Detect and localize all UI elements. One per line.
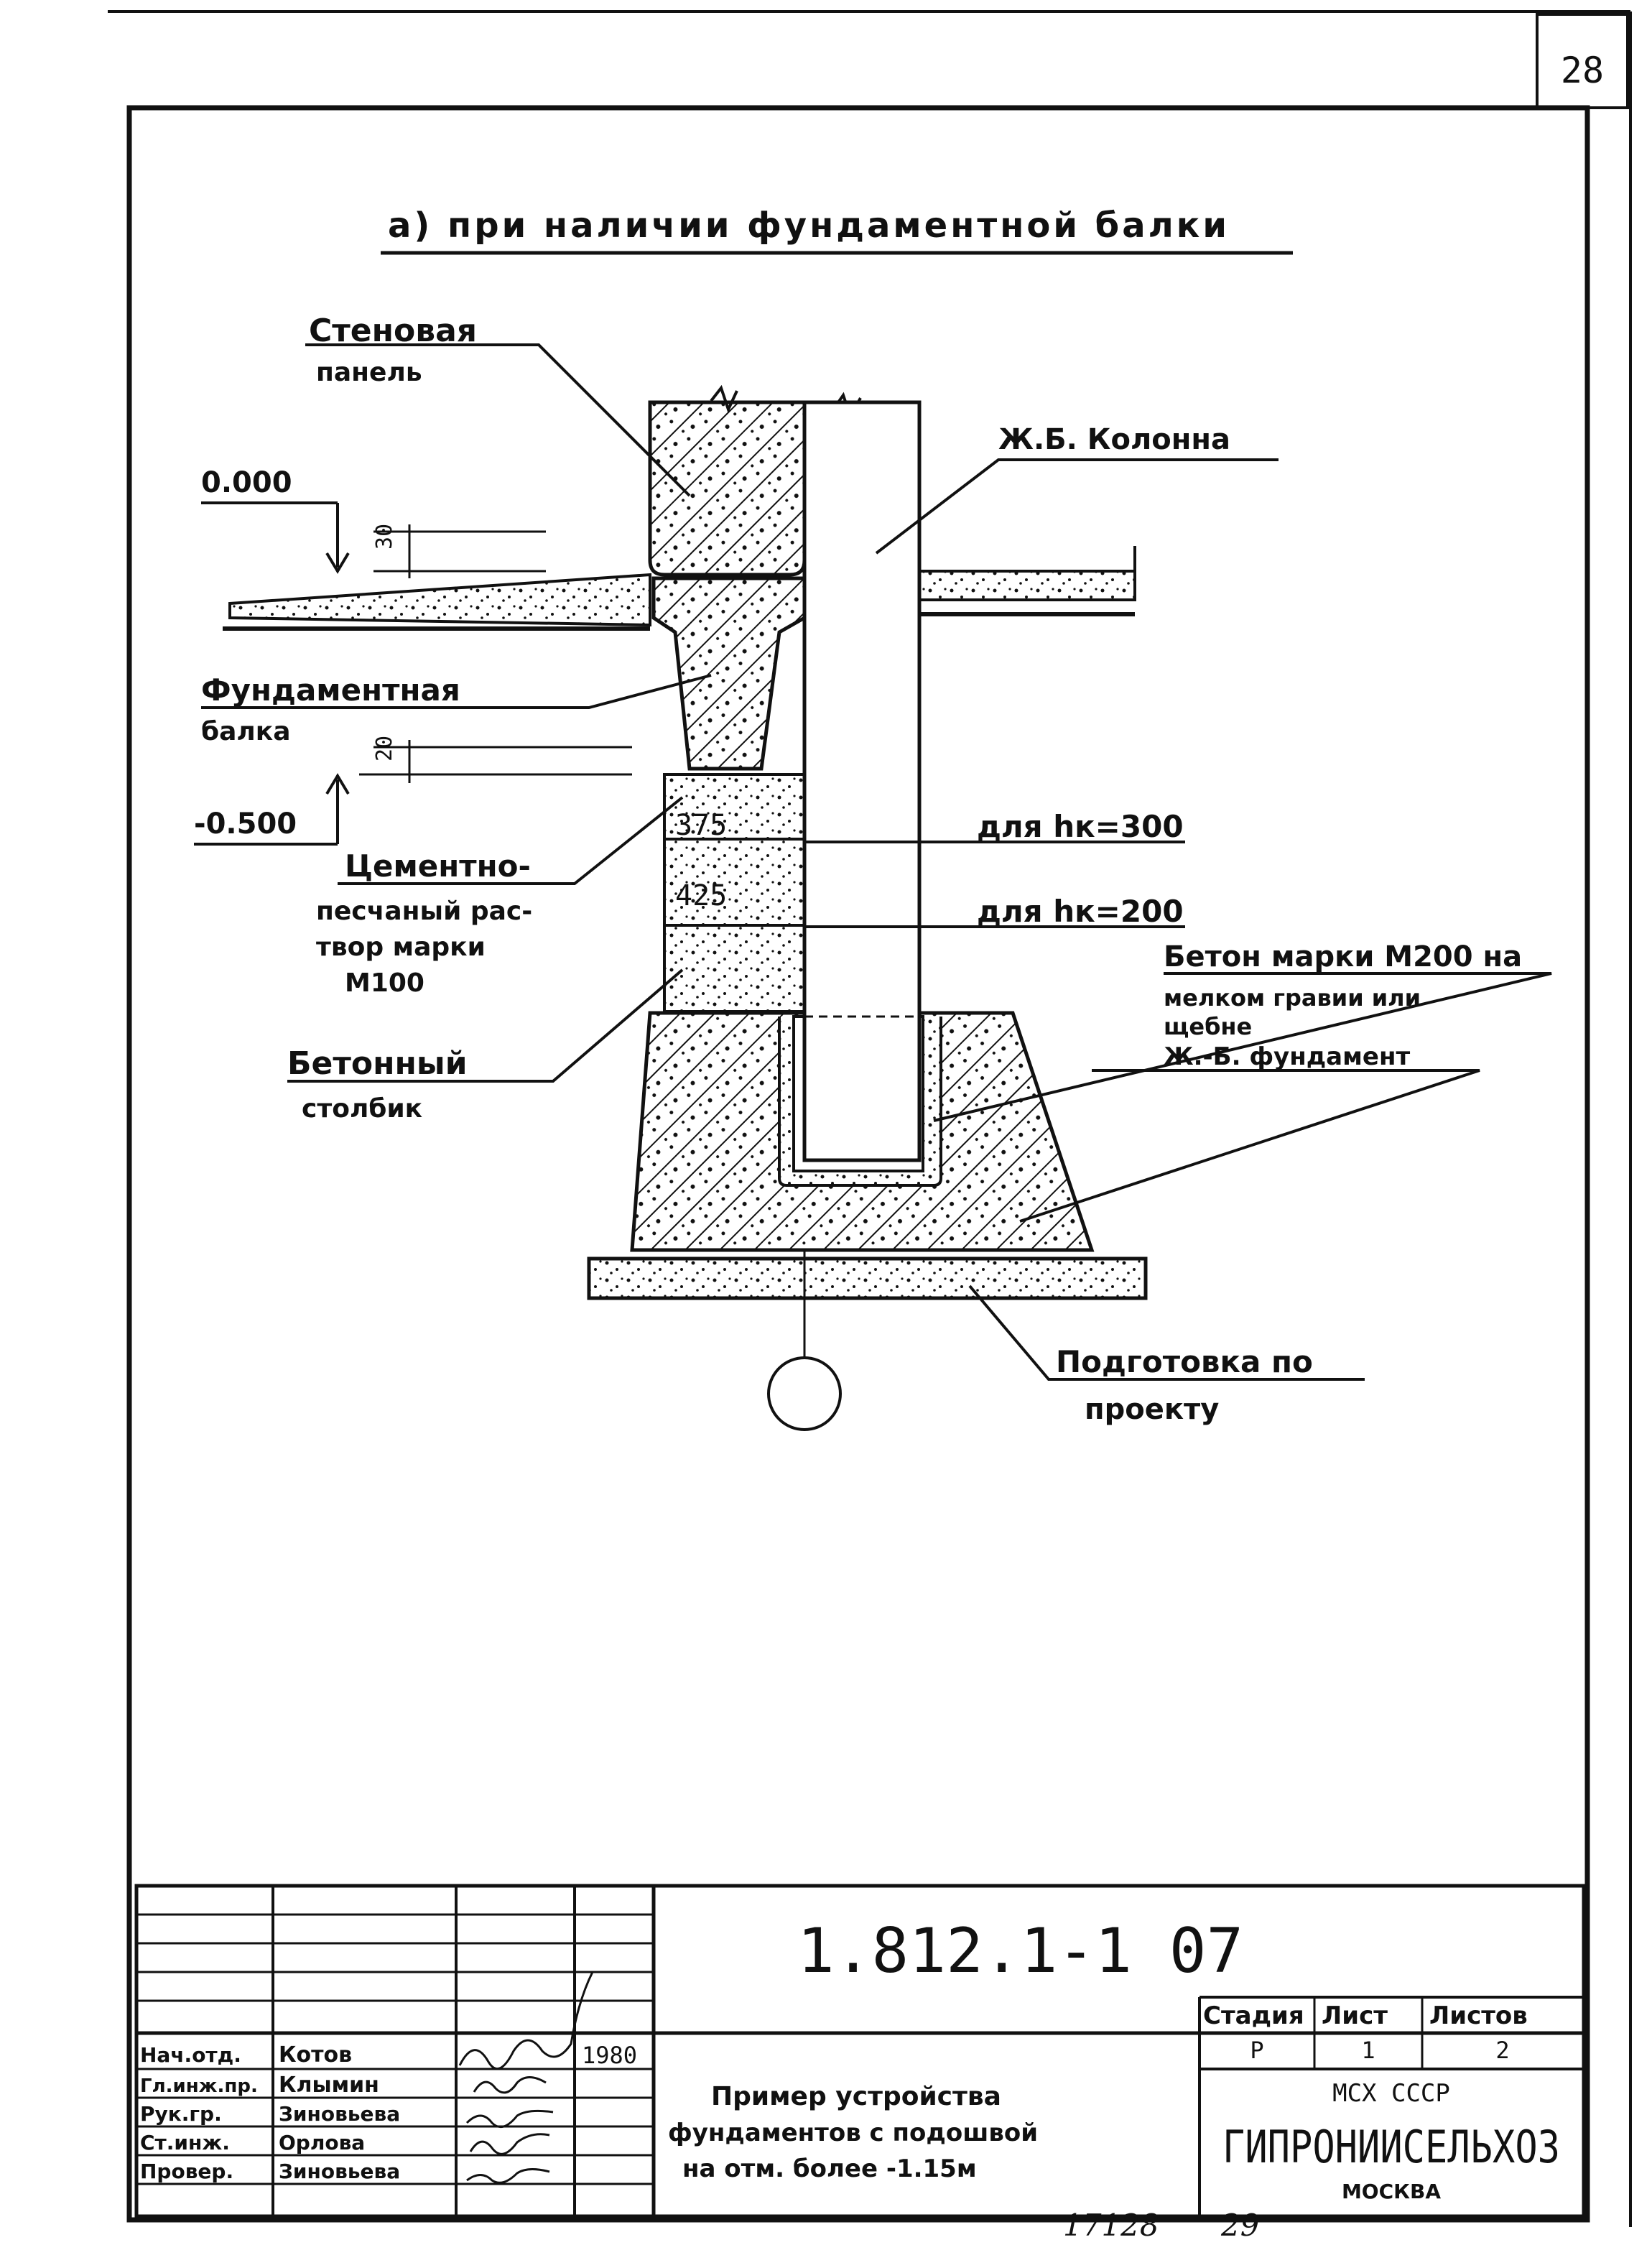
role-2: Гл.инж.пр. xyxy=(140,2075,258,2097)
role-1: Нач.отд. xyxy=(140,2043,241,2067)
description-2: фундаментов с подошвой xyxy=(668,2119,1038,2147)
sheet-value: 1 xyxy=(1361,2037,1375,2064)
stage-value: Р xyxy=(1250,2037,1263,2064)
sheet-number: 28 xyxy=(1561,50,1604,91)
label-prep-2: проекту xyxy=(1085,1393,1219,1426)
description-3: на отм. более -1.15м xyxy=(682,2154,977,2183)
label-beam-1: Фундаментная xyxy=(201,672,460,708)
label-post-2: столбик xyxy=(302,1094,422,1124)
dim-20: 20 xyxy=(372,736,397,762)
page-number: 29 xyxy=(1220,2208,1259,2243)
label-mortar-2: песчаный рас- xyxy=(316,897,532,926)
role-5: Провер. xyxy=(140,2160,233,2183)
label-column: Ж.Б. Колонна xyxy=(998,423,1230,456)
level-mark-zero: 0.000 30 xyxy=(201,466,546,578)
doc-code: 1.812.1-1 07 xyxy=(797,1915,1243,1987)
org-3: МОСКВА xyxy=(1342,2180,1441,2203)
sheets-value: 2 xyxy=(1495,2037,1509,2064)
name-5: Зиновьева xyxy=(279,2160,400,2183)
annotations: Стеновая панель Ж.Б. Колонна Фундаментна… xyxy=(201,313,1522,1426)
label-mortar-4: М100 xyxy=(345,968,424,998)
signatures xyxy=(458,1971,594,2184)
concrete-post xyxy=(663,924,809,1013)
label-concrete-1: Бетон марки М200 на xyxy=(1164,940,1522,973)
label-concrete-3: щебне xyxy=(1164,1013,1252,1040)
foundation-beam xyxy=(651,576,807,771)
label-concrete-2: мелком гравии или xyxy=(1164,984,1421,1012)
label-for-hk200: для hк=200 xyxy=(977,894,1184,929)
section-drawing: 375 425 xyxy=(223,384,1148,1431)
sheets-header: Листов xyxy=(1429,2001,1528,2030)
rc-column xyxy=(802,400,922,1162)
org-2: ГИПРОНИИСЕЛЬХОЗ xyxy=(1222,2121,1560,2173)
label-wall-panel-2: панель xyxy=(316,358,422,387)
drawing-heading: а) при наличии фундаментной балки xyxy=(388,205,1230,246)
preparation-slab xyxy=(587,1256,1148,1300)
name-2: Клымин xyxy=(279,2073,379,2098)
dim-425: 425 xyxy=(675,879,727,912)
floor-right xyxy=(918,570,1136,601)
label-for-hk300: для hк=300 xyxy=(977,809,1184,844)
wall-panel xyxy=(648,400,807,577)
level-mark-minus: -0.500 20 xyxy=(194,736,632,846)
name-4: Орлова xyxy=(279,2131,365,2154)
dim-30: 30 xyxy=(372,524,397,550)
stage-header: Стадия xyxy=(1203,2001,1304,2030)
inventory-number: 17128 xyxy=(1063,2208,1159,2243)
svg-text:-0.500: -0.500 xyxy=(194,807,297,841)
name-3: Зиновьева xyxy=(279,2102,400,2126)
label-post-1: Бетонный xyxy=(287,1045,468,1082)
leader-lines xyxy=(201,343,1552,1381)
org-1: МСХ СССР xyxy=(1332,2079,1450,2108)
role-3: Рук.гр. xyxy=(140,2102,222,2126)
label-beam-2: балка xyxy=(201,717,291,746)
name-1: Котов xyxy=(279,2042,352,2068)
sheet-header: Лист xyxy=(1322,2001,1388,2030)
sheet-number-box: 28 xyxy=(1536,13,1629,109)
dim-375: 375 xyxy=(675,809,727,842)
sheet-border xyxy=(108,10,1632,2227)
title-block-text: 1.812.1-1 07 Пример устройства фундамент… xyxy=(140,1915,1560,2203)
label-prep-1: Подготовка по xyxy=(1056,1344,1313,1379)
floor-left xyxy=(228,573,651,627)
label-mortar-3: твор марки xyxy=(316,932,486,962)
label-foundation: Ж.-Б. фундамент xyxy=(1164,1042,1410,1071)
description-1: Пример устройства xyxy=(711,2082,1001,2111)
svg-text:0.000: 0.000 xyxy=(201,466,292,499)
title-block xyxy=(134,1884,1586,2218)
year: 1980 xyxy=(582,2042,637,2069)
axis-marker xyxy=(767,1356,842,1431)
label-mortar-1: Цементно- xyxy=(345,848,531,884)
role-4: Ст.инж. xyxy=(140,2131,230,2154)
label-wall-panel-1: Стеновая xyxy=(309,313,477,349)
